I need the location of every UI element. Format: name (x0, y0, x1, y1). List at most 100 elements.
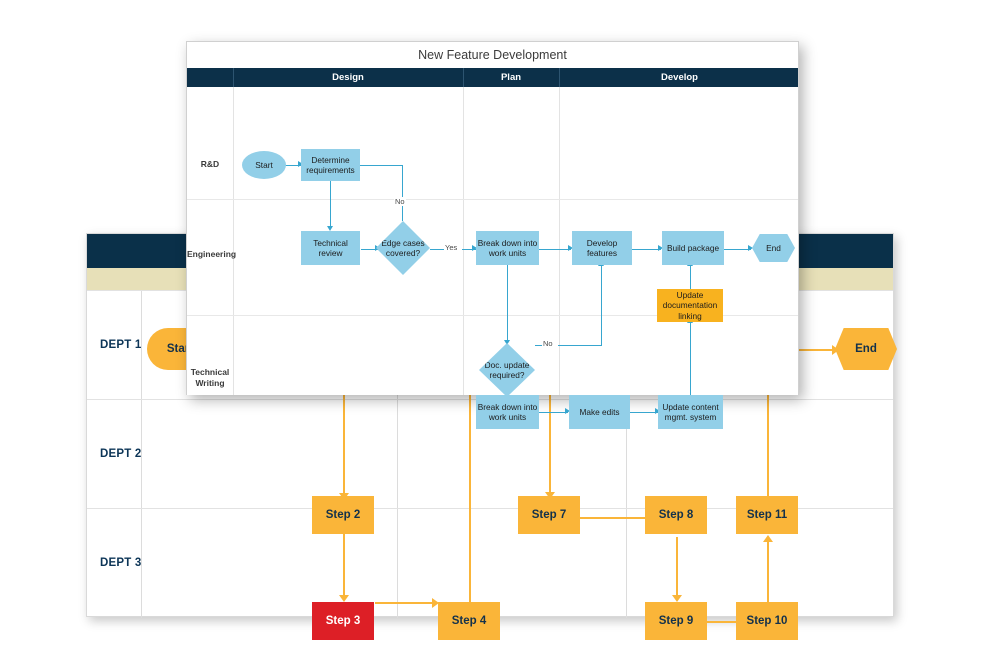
fg-arrow-edgecases-breakdown (472, 245, 477, 251)
bg-arrow-top-step7 (545, 492, 555, 499)
fg-arrow-develop-build (658, 245, 663, 251)
bg-connector-step2-step3 (343, 518, 345, 598)
fg-connector-breakdown-develop (539, 249, 571, 251)
bg-column-divider-3 (626, 290, 627, 618)
fg-node-develop-label: Develop features (586, 237, 618, 259)
fg-lane-label-rd: R&D (200, 159, 220, 169)
bg-node-step4[interactable]: Step 4 (438, 602, 500, 640)
bg-connector-step8-step9 (676, 537, 678, 600)
fg-connector-docupdate-no-b (558, 345, 602, 347)
fg-arrow-build-end (748, 245, 753, 251)
bg-node-step11-label: Step 11 (746, 509, 788, 521)
bg-connector-step10-step11 (767, 540, 769, 602)
bg-node-step2[interactable]: Step 2 (312, 496, 374, 534)
fg-connector-makeedits-updatecms (630, 412, 658, 414)
fg-node-edge-cases-decision[interactable]: Edge cases covered? (376, 221, 430, 275)
fg-node-break-down-work-units-tw[interactable]: Break down into work units (476, 395, 539, 429)
phase-header-design[interactable]: Design (332, 72, 364, 83)
bg-node-step9[interactable]: Step 9 (645, 602, 707, 640)
fg-connector-docupdate-no-a (535, 345, 545, 347)
phase-header-develop[interactable]: Develop (661, 72, 698, 83)
phase-header-plan[interactable]: Plan (500, 72, 522, 83)
fg-connector-breakdown2-makeedits (539, 412, 568, 414)
fg-node-doc-update-decision[interactable]: Doc. update required? (479, 343, 535, 397)
bg-connector-top-step4 (469, 386, 471, 603)
bg-node-step2-label: Step 2 (325, 509, 361, 521)
fg-edge-label-no-right: No (542, 339, 554, 348)
bg-node-step9-label: Step 9 (658, 615, 694, 627)
fg-node-updatedoc-label: Update documentation linking (662, 289, 718, 321)
fg-arrow-makeedits-updatecms (655, 408, 660, 414)
bg-node-step4-label: Step 4 (451, 615, 487, 627)
fg-node-break-down-work-units-eng[interactable]: Break down into work units (476, 231, 539, 265)
fg-connector-updatecms-updatedoc (690, 322, 692, 396)
bg-node-step11[interactable]: Step 11 (736, 496, 798, 534)
fg-connector-edgecases-no-corner (402, 165, 404, 181)
bg-node-step10[interactable]: Step 10 (736, 602, 798, 640)
bg-node-step8[interactable]: Step 8 (645, 496, 707, 534)
fg-connector-edgecases-no-back (342, 165, 403, 167)
fg-lane-label-engineering: Engineering (187, 249, 237, 259)
phase-sep-3 (559, 68, 560, 87)
fg-node-make-edits[interactable]: Make edits (569, 395, 630, 429)
fg-node-updatecms-label: Update content mgmt. system (662, 401, 719, 423)
bg-connector-step11-end (767, 386, 769, 498)
bg-arrow-step3-step4 (432, 598, 439, 608)
fg-column-divider-1 (233, 87, 234, 395)
bg-lane-divider-2 (87, 508, 893, 509)
fg-connector-edgecases-yes-a (430, 249, 448, 251)
fg-node-makeedits-label: Make edits (579, 406, 620, 417)
fg-node-update-documentation-linking[interactable]: Update documentation linking (657, 289, 723, 322)
bg-column-divider-1 (141, 290, 142, 618)
fg-arrow-breakdown-develop (568, 245, 573, 251)
phase-header-bar: Design Plan Develop (187, 68, 798, 87)
fg-node-end-label: End (766, 243, 781, 253)
bg-node-step3[interactable]: Step 3 (312, 602, 374, 640)
fg-node-determine-requirements[interactable]: Determine requirements (301, 149, 360, 181)
bg-arrow-step10-step11 (763, 535, 773, 542)
fg-node-update-content-mgmt-system[interactable]: Update content mgmt. system (658, 395, 723, 429)
fg-connector-breakdown-docupdate (507, 265, 509, 343)
bg-lane-label-dept1: DEPT 1 (100, 339, 142, 351)
bg-arrow-step8-step9 (672, 595, 682, 602)
fg-node-start-label: Start (255, 160, 273, 170)
fg-node-start[interactable]: Start (242, 151, 286, 179)
bg-column-divider-2 (397, 290, 398, 618)
fg-node-build-package[interactable]: Build package (662, 231, 724, 265)
bg-node-step3-label: Step 3 (325, 615, 361, 627)
bg-node-step10-label: Step 10 (746, 615, 788, 627)
fg-connector-techreview-edgecases (361, 249, 379, 251)
bg-connector-step3-step4 (375, 602, 435, 604)
fg-node-docupdate-label: Doc. update required? (484, 359, 530, 381)
fg-node-breakdown1-label: Break down into work units (477, 237, 538, 259)
fg-node-technical-review[interactable]: Technical review (301, 231, 360, 265)
bg-node-end[interactable]: End (835, 328, 897, 370)
bg-lane-label-dept2: DEPT 2 (100, 448, 142, 460)
phase-sep-2 (463, 68, 464, 87)
bg-node-step8-label: Step 8 (658, 509, 694, 521)
fg-node-techreview-label: Technical review (313, 237, 348, 259)
bg-lane-label-dept3: DEPT 3 (100, 557, 142, 569)
bg-connector-top-step7 (549, 386, 551, 494)
fg-connector-build-end (724, 249, 751, 251)
fg-connector-determine-techreview (330, 181, 332, 229)
bg-connector-step9-step10 (707, 621, 762, 623)
fg-edge-label-no-top: No (394, 197, 406, 206)
new-feature-development-diagram[interactable]: New Feature Development Design Plan Deve… (186, 41, 799, 429)
bg-node-end-label: End (855, 343, 877, 355)
fg-lane-divider-2 (187, 315, 798, 316)
fg-arrow-breakdown2-makeedits (565, 408, 570, 414)
fg-arrow-breakdown-docupdate (504, 340, 510, 345)
fg-diagram-body: R&D Engineering Technical Writing No Yes (187, 87, 798, 429)
bg-connector-start-step2 (343, 386, 345, 496)
bg-node-step7-label: Step 7 (531, 509, 567, 521)
bg-node-step7[interactable]: Step 7 (518, 496, 580, 534)
bg-arrow-step2-step3 (339, 595, 349, 602)
fg-connector-docupdate-no-up (601, 265, 603, 346)
fg-node-develop-features[interactable]: Develop features (572, 231, 632, 265)
fg-node-breakdown2-label: Break down into work units (477, 401, 538, 423)
fg-node-determine-label: Determine requirements (306, 154, 355, 176)
fg-node-end[interactable]: End (752, 234, 795, 262)
fg-lane-divider-1 (187, 199, 798, 200)
